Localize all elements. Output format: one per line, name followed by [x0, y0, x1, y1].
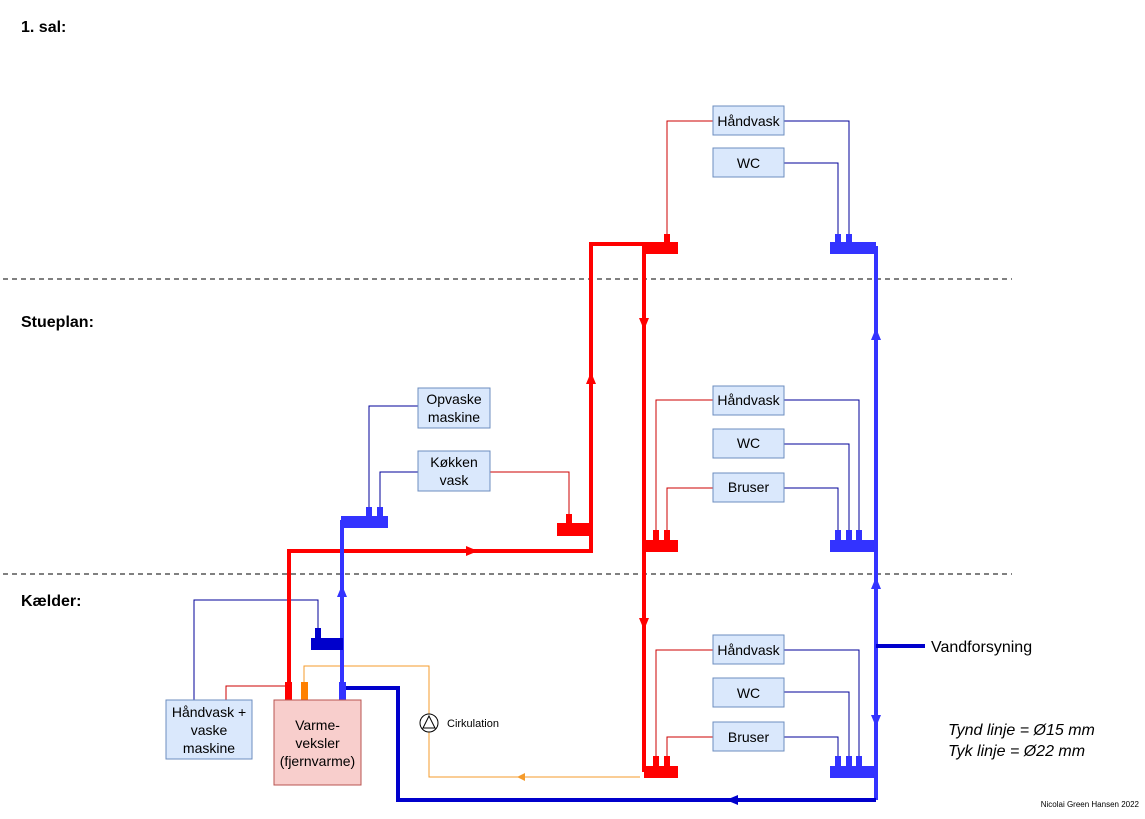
legend-thick: Tyk linje = Ø22 mm — [948, 743, 1085, 760]
svg-text:WC: WC — [737, 685, 760, 701]
svg-text:Bruser: Bruser — [728, 479, 770, 495]
svg-text:(fjernvarme): (fjernvarme) — [280, 753, 355, 769]
cold-flow-arrows — [337, 328, 881, 805]
svg-text:Håndvask: Håndvask — [717, 113, 780, 129]
fixture-basement-bruser: Bruser — [712, 721, 785, 752]
circulation-pump: Cirkulation — [419, 713, 499, 733]
heat-exchanger: Varme- veksler (fjernvarme) — [273, 699, 362, 786]
fixture-first-handvask: Håndvask — [712, 105, 785, 136]
legend-thin: Tynd linje = Ø15 mm — [948, 722, 1095, 739]
fixture-opvaskemaskine: Opvaske maskine — [417, 387, 491, 429]
svg-text:maskine: maskine — [183, 740, 235, 756]
fixture-ground-bruser: Bruser — [712, 472, 785, 503]
fixture-basement-handvask: Håndvask — [712, 634, 785, 665]
svg-text:veksler: veksler — [295, 735, 340, 751]
svg-text:Håndvask: Håndvask — [717, 392, 780, 408]
fixture-first-wc: WC — [712, 147, 785, 178]
floor-label-first: 1. sal: — [21, 19, 66, 36]
manifolds — [285, 234, 876, 778]
svg-text:Bruser: Bruser — [728, 729, 770, 745]
fixture-basement-wc: WC — [712, 677, 785, 708]
author-credit: Nicolai Green Hansen 2022 — [1041, 800, 1140, 809]
water-supply-label: Vandforsyning — [931, 639, 1032, 656]
pump-label: Cirkulation — [447, 718, 499, 730]
svg-text:Opvaske: Opvaske — [426, 391, 481, 407]
hot-flow-arrows — [466, 318, 649, 630]
svg-text:Håndvask: Håndvask — [717, 642, 780, 658]
fixture-ground-handvask: Håndvask — [712, 385, 785, 416]
floor-label-ground: Stueplan: — [21, 314, 94, 331]
svg-text:WC: WC — [737, 435, 760, 451]
fixture-ground-wc: WC — [712, 428, 785, 459]
circulation-arrow — [517, 773, 525, 781]
svg-text:vask: vask — [440, 472, 470, 488]
svg-text:maskine: maskine — [428, 409, 480, 425]
svg-text:WC: WC — [737, 155, 760, 171]
fixture-kokken-vask: Køkken vask — [417, 450, 491, 492]
circulation-line — [303, 665, 640, 778]
floor-label-basement: Kælder: — [21, 593, 81, 610]
branch-lines — [193, 120, 860, 766]
svg-text:Håndvask +: Håndvask + — [172, 704, 246, 720]
svg-text:Varme-: Varme- — [295, 717, 340, 733]
svg-text:Køkken: Køkken — [430, 454, 477, 470]
fixture-handvask-vaskemaskine: Håndvask + vaske maskine — [165, 699, 253, 760]
svg-text:vaske: vaske — [191, 722, 228, 738]
